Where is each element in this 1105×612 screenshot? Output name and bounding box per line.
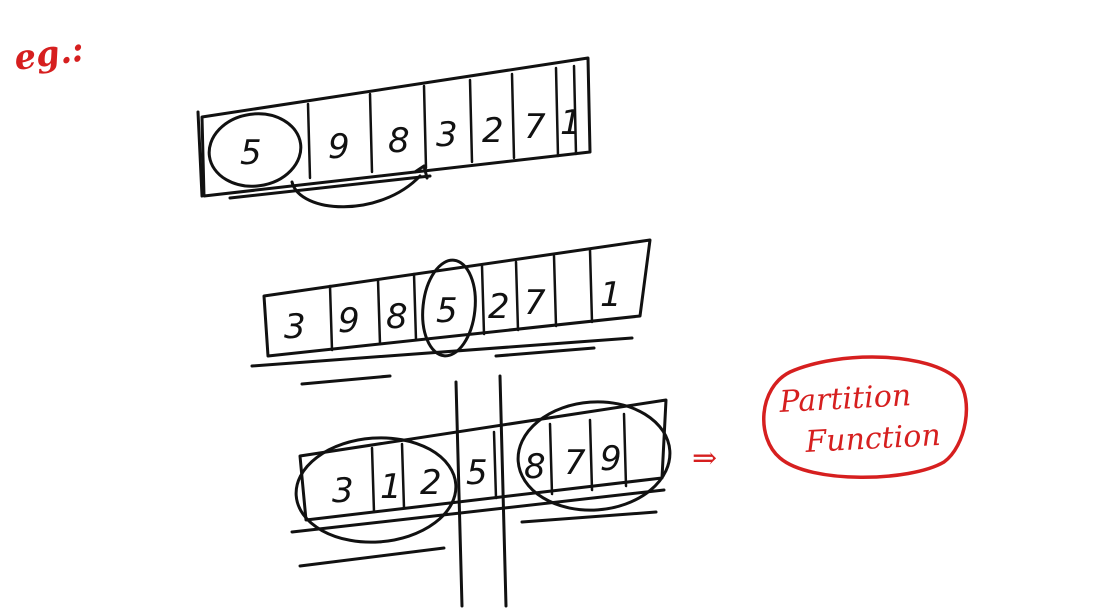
partition-line-1: Partition bbox=[778, 378, 912, 420]
array-1-outline bbox=[200, 56, 592, 198]
left-partition-circle bbox=[294, 436, 458, 544]
right-underline bbox=[494, 346, 596, 358]
array-2-cell: 7 bbox=[524, 283, 546, 323]
implies-arrow: ⇒ bbox=[692, 441, 717, 476]
array-1-cell: 8 bbox=[388, 121, 410, 161]
array-3-cell: 9 bbox=[600, 439, 622, 479]
array-3-cell: 8 bbox=[524, 447, 546, 487]
swap-arc bbox=[290, 174, 422, 209]
pivot-circle bbox=[421, 258, 477, 358]
array-2-outline bbox=[262, 238, 652, 358]
array-2-cell: 1 bbox=[600, 275, 622, 315]
separator-line-left bbox=[454, 380, 464, 608]
array-3-cell: 1 bbox=[380, 467, 402, 507]
array-1-cell: 7 bbox=[524, 107, 546, 147]
example-label: eg.: bbox=[12, 30, 87, 79]
left-underline bbox=[300, 374, 392, 386]
partition-box bbox=[762, 355, 969, 479]
array-3: 3 1 2 5 8 7 9 bbox=[290, 374, 672, 608]
array-1-cell: 5 bbox=[240, 133, 262, 173]
array-2-cell: 5 bbox=[436, 291, 458, 331]
array-1-cell: 1 bbox=[560, 103, 582, 143]
partition-line-2: Function bbox=[804, 418, 942, 460]
array-2-cell: 8 bbox=[386, 297, 408, 337]
partition-annotation: ⇒ Partition Function bbox=[692, 355, 969, 479]
array-3-cell: 7 bbox=[564, 443, 586, 483]
array-1: 5 9 8 3 2 7 1 bbox=[196, 56, 592, 209]
array-3-cell: 3 bbox=[332, 471, 354, 511]
array-2-cell: 9 bbox=[338, 301, 360, 341]
swap-arrowhead bbox=[413, 164, 429, 180]
array-2-cell: 3 bbox=[284, 307, 306, 347]
right-partition-circle bbox=[516, 400, 672, 512]
array-2: 3 9 8 5 2 7 1 bbox=[250, 238, 652, 386]
array-2-cell: 2 bbox=[488, 287, 510, 327]
array-3-cell: 5 bbox=[466, 453, 488, 493]
array-1-cell: 3 bbox=[436, 115, 458, 155]
separator-line-right bbox=[498, 374, 508, 608]
array-1-cell: 9 bbox=[328, 127, 350, 167]
array-1-cell: 2 bbox=[482, 111, 504, 151]
array-3-cell: 2 bbox=[420, 463, 442, 503]
pivot-circle bbox=[207, 112, 303, 188]
